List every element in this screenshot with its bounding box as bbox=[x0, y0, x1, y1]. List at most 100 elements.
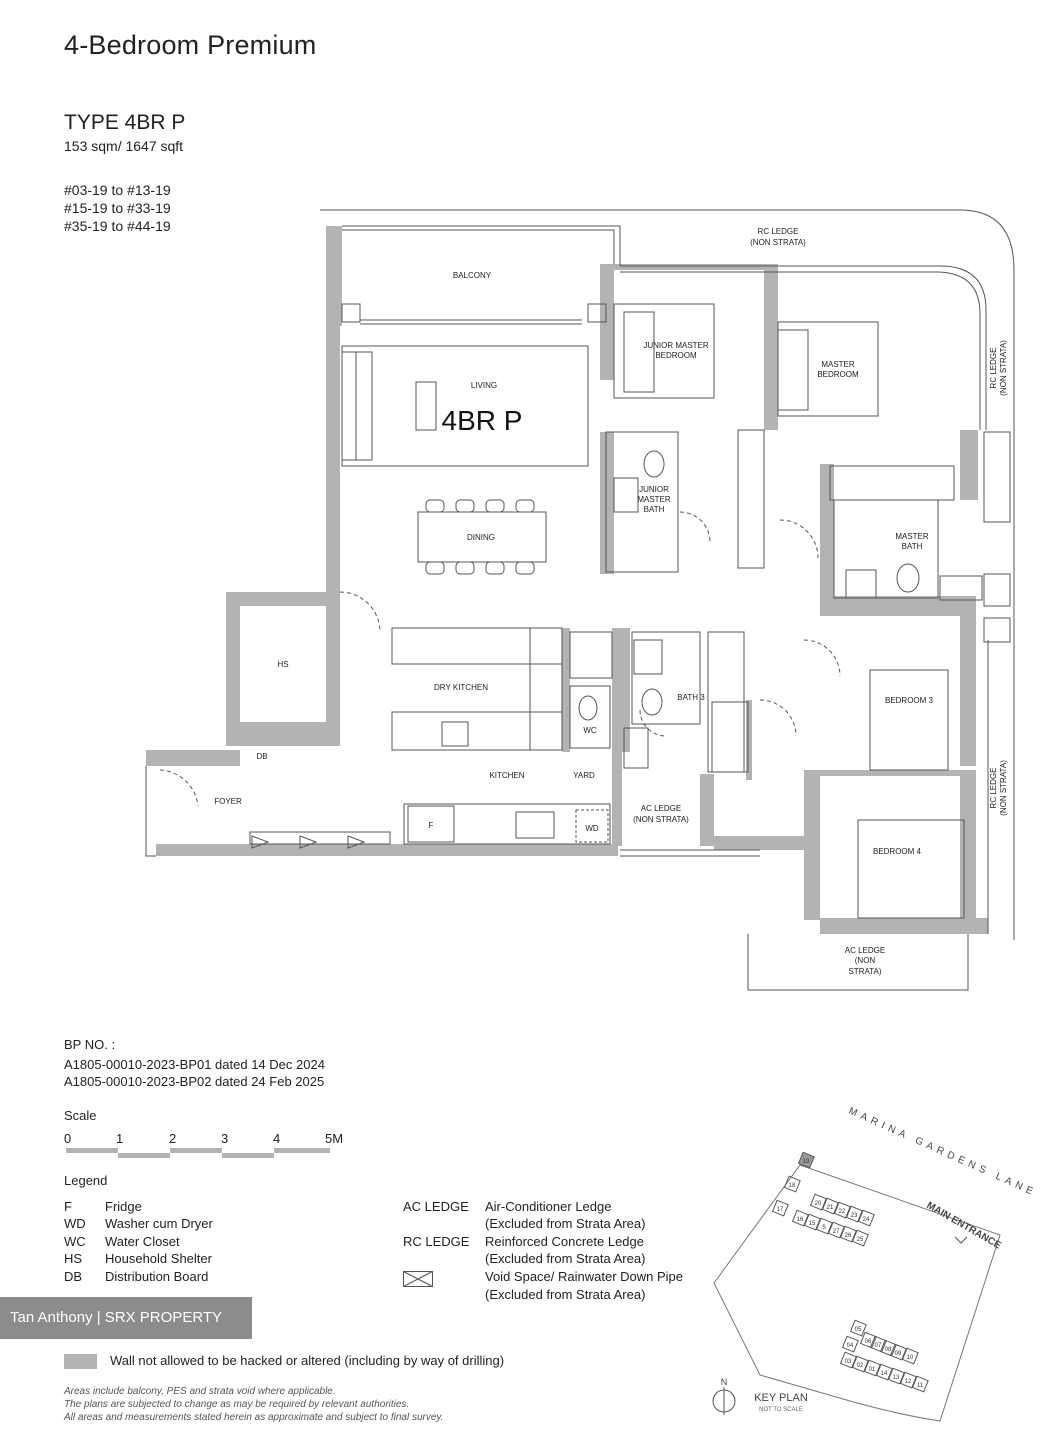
scale-label: Scale bbox=[64, 1108, 97, 1123]
legend-value: Distribution Board bbox=[105, 1269, 209, 1284]
room-label: FOYER bbox=[214, 797, 242, 806]
room-label: BATH 3 bbox=[677, 693, 705, 702]
outlines bbox=[145, 209, 1015, 991]
keyplan-unit-box bbox=[845, 1205, 863, 1223]
keyplan-unit-box bbox=[899, 1371, 917, 1389]
keyplan-unit-number: 06 bbox=[865, 1339, 872, 1345]
room-label: WC bbox=[583, 726, 597, 735]
keyplan-unit-box bbox=[839, 1351, 857, 1369]
room-label: LIVING bbox=[471, 381, 497, 390]
room-label: MASTER bbox=[637, 495, 671, 504]
keyplan-unit-number: 24 bbox=[863, 1217, 870, 1223]
keyplan-unit-box bbox=[803, 1213, 821, 1231]
bp-line: A1805-00010-2023-BP01 dated 14 Dec 2024 bbox=[64, 1057, 325, 1072]
keyplan-unit-number: 27 bbox=[833, 1229, 840, 1235]
keyplan-unit-box bbox=[857, 1209, 875, 1227]
legend-key: DB bbox=[64, 1269, 83, 1284]
room-label: YARD bbox=[573, 771, 595, 780]
keyplan-unit-number: 05 bbox=[855, 1327, 862, 1333]
keyplan-unit-number: 14 bbox=[881, 1371, 888, 1377]
keyplan-unit-number: 13 bbox=[893, 1375, 900, 1381]
keyplan-unit-number: 04 bbox=[847, 1343, 854, 1349]
north-label: N bbox=[721, 1377, 728, 1387]
keyplan-unit-number: 03 bbox=[845, 1359, 852, 1365]
keyplan-unit-number: 23 bbox=[851, 1213, 858, 1219]
keyplan-unit-box bbox=[889, 1343, 907, 1361]
keyplan-unit-number: 15 bbox=[809, 1221, 816, 1227]
keyplan-unit-box bbox=[833, 1201, 851, 1219]
room-label: DRY KITCHEN bbox=[434, 683, 488, 692]
keyplan-unit-box bbox=[797, 1151, 815, 1169]
room-label: (NON STRATA) bbox=[750, 238, 806, 247]
keyplan-unit-box bbox=[815, 1217, 833, 1235]
walls bbox=[146, 226, 988, 934]
keyplan-unit-box bbox=[901, 1347, 919, 1365]
legend-value: (Excluded from Strata Area) bbox=[485, 1216, 646, 1231]
legend-key: HS bbox=[64, 1251, 83, 1266]
room-label: HS bbox=[277, 660, 288, 669]
legend-key: RC LEDGE bbox=[403, 1234, 470, 1249]
legend-value: Void Space/ Rainwater Down Pipe bbox=[485, 1269, 684, 1284]
keyplan-unit-box bbox=[827, 1221, 845, 1239]
scale-tick: 3 bbox=[221, 1131, 229, 1146]
legend-value: Washer cum Dryer bbox=[105, 1216, 213, 1231]
keyplan-unit-box bbox=[849, 1319, 867, 1337]
room-label: (NON STRATA) bbox=[999, 340, 1008, 396]
room-label: WD bbox=[585, 824, 599, 833]
keyplan-unit-number: 11 bbox=[917, 1383, 924, 1389]
scale-tick: 0 bbox=[64, 1131, 72, 1146]
keyplan-unit-box bbox=[783, 1175, 801, 1193]
keyplan-unit-number: 21 bbox=[827, 1205, 834, 1211]
plan-type-label: 4BR P bbox=[442, 405, 523, 436]
room-labels: BALCONY LIVING DINING JUNIOR MASTER BEDR… bbox=[214, 227, 1008, 976]
room-label: RC LEDGE bbox=[989, 348, 998, 389]
room-label: MASTER bbox=[895, 532, 929, 541]
legend-label: Legend bbox=[64, 1173, 108, 1188]
legend-value: Air-Conditioner Ledge bbox=[485, 1199, 612, 1214]
wall-note: Wall not allowed to be hacked or altered… bbox=[110, 1353, 505, 1368]
keyplan-label: KEY PLAN bbox=[754, 1392, 808, 1404]
room-label: (NON STRATA) bbox=[633, 815, 689, 824]
bp-label: BP NO. : bbox=[64, 1037, 116, 1052]
road-label: MARINA GARDENS LANE bbox=[847, 1106, 1039, 1199]
room-label: MASTER bbox=[821, 360, 855, 369]
scale-tick: 2 bbox=[169, 1131, 177, 1146]
unit-range: #03-19 to #13-19 bbox=[64, 182, 171, 198]
legend-key: F bbox=[64, 1199, 72, 1214]
room-label: STRATA) bbox=[848, 967, 881, 976]
room-label: RC LEDGE bbox=[989, 768, 998, 809]
footnote: Areas include balcony, PES and strata vo… bbox=[64, 1386, 336, 1397]
unit-range: #35-19 to #44-19 bbox=[64, 218, 171, 234]
room-label: BATH bbox=[644, 505, 665, 514]
scale-tick: 4 bbox=[273, 1131, 281, 1146]
keyplan-unit-box bbox=[841, 1335, 859, 1353]
room-label: DINING bbox=[467, 533, 495, 542]
legend-value: Household Shelter bbox=[105, 1251, 212, 1266]
keyplan-unit-number: 07 bbox=[875, 1343, 882, 1349]
unit-range: #15-19 to #33-19 bbox=[64, 200, 171, 216]
keyplan-unit-number: 01 bbox=[869, 1367, 876, 1373]
entrance-label: MAIN ENTRANCE bbox=[925, 1200, 1003, 1252]
footnote: The plans are subjected to change as may… bbox=[64, 1399, 410, 1410]
keyplan-unit-box bbox=[791, 1209, 809, 1227]
keyplan-unit-number: 02 bbox=[857, 1363, 864, 1369]
watermark: Tan Anthony | SRX PROPERTY bbox=[0, 1297, 252, 1339]
scale-tick: 5M bbox=[325, 1131, 344, 1146]
keyplan-unit-number: 5 bbox=[822, 1225, 826, 1231]
legend-value: (Excluded from Strata Area) bbox=[485, 1287, 646, 1302]
keyplan-unit-box bbox=[887, 1367, 905, 1385]
keyplan-unit-box bbox=[771, 1199, 789, 1217]
keyplan-unit-number: 25 bbox=[857, 1237, 864, 1243]
keyplan-unit-number: 12 bbox=[905, 1379, 912, 1385]
keyplan-unit-box bbox=[851, 1355, 869, 1373]
keyplan-unit-number: 22 bbox=[839, 1209, 846, 1215]
entrance-arrow-icon bbox=[954, 1236, 968, 1244]
keyplan-unit-number: 16 bbox=[797, 1217, 804, 1223]
legend-value: Reinforced Concrete Ledge bbox=[485, 1234, 644, 1249]
keyplan-unit-number: 10 bbox=[907, 1355, 914, 1361]
wall-swatch bbox=[64, 1354, 97, 1369]
keyplan-unit-box bbox=[839, 1225, 857, 1243]
keyplan-unit-box bbox=[859, 1331, 877, 1349]
